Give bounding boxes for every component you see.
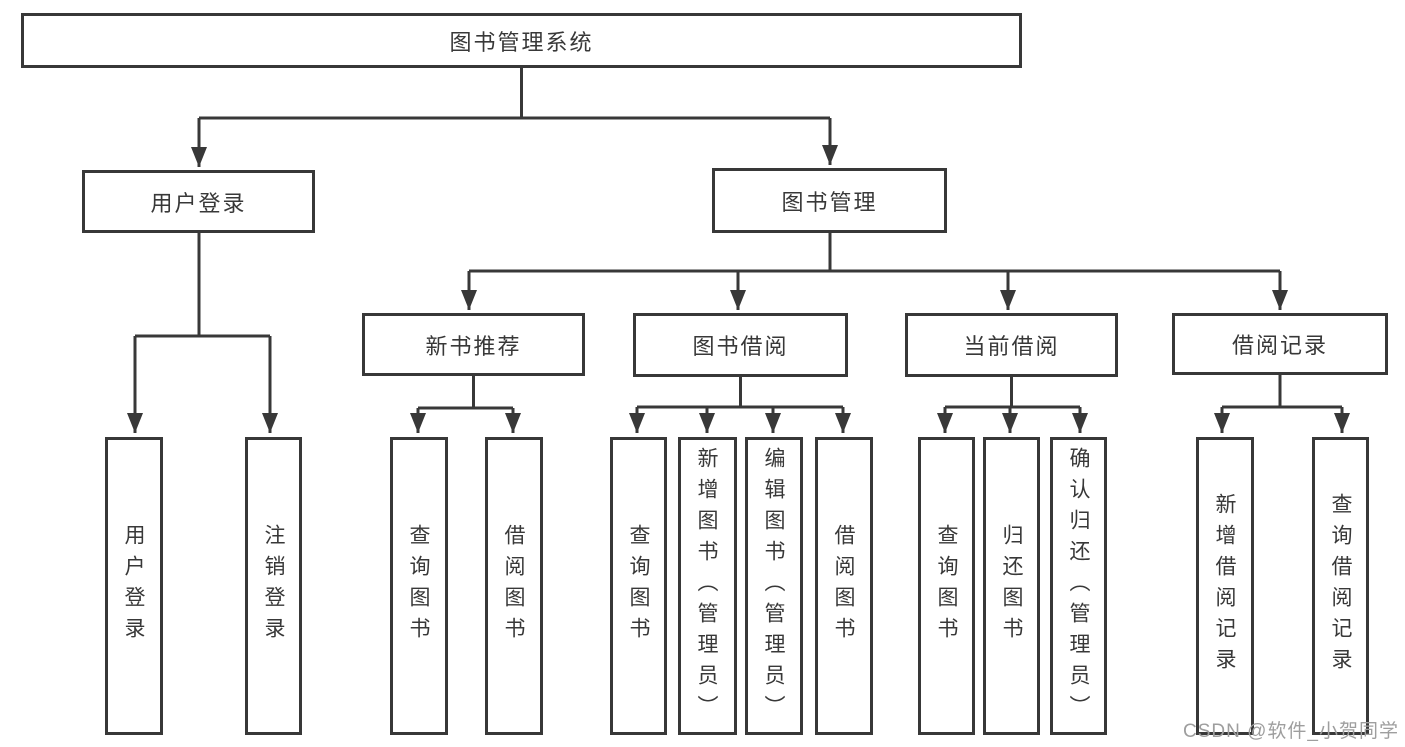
- leaf-current-query-books: 查询图书: [918, 437, 975, 735]
- leaf-borrow-add-books-admin: 新增图书（管理员）: [678, 437, 737, 735]
- leaf-borrow-edit-books-admin: 编辑图书（管理员）: [745, 437, 803, 735]
- leaf-records-add-record: 新增借阅记录: [1196, 437, 1254, 735]
- leaf-current-confirm-return-admin: 确认归还（管理员）: [1050, 437, 1107, 735]
- leaf-recommend-borrow-books: 借阅图书: [485, 437, 543, 735]
- node-user-login: 用户登录: [82, 170, 315, 233]
- node-borrowing-records: 借阅记录: [1172, 313, 1388, 375]
- leaf-borrow-borrow-books: 借阅图书: [815, 437, 873, 735]
- node-library-management-system: 图书管理系统: [21, 13, 1022, 68]
- node-book-management: 图书管理: [712, 168, 947, 233]
- csdn-watermark: CSDN @软件_小贺同学: [1183, 721, 1399, 742]
- leaf-user-login: 用户登录: [105, 437, 163, 735]
- leaf-borrow-query-books: 查询图书: [610, 437, 667, 735]
- leaf-current-return-books: 归还图书: [983, 437, 1040, 735]
- node-current-borrowing: 当前借阅: [905, 313, 1118, 377]
- leaf-logout: 注销登录: [245, 437, 302, 735]
- node-book-borrowing: 图书借阅: [633, 313, 848, 377]
- node-new-book-recommendation: 新书推荐: [362, 313, 585, 376]
- leaf-recommend-query-books: 查询图书: [390, 437, 448, 735]
- leaf-records-query-record: 查询借阅记录: [1312, 437, 1369, 735]
